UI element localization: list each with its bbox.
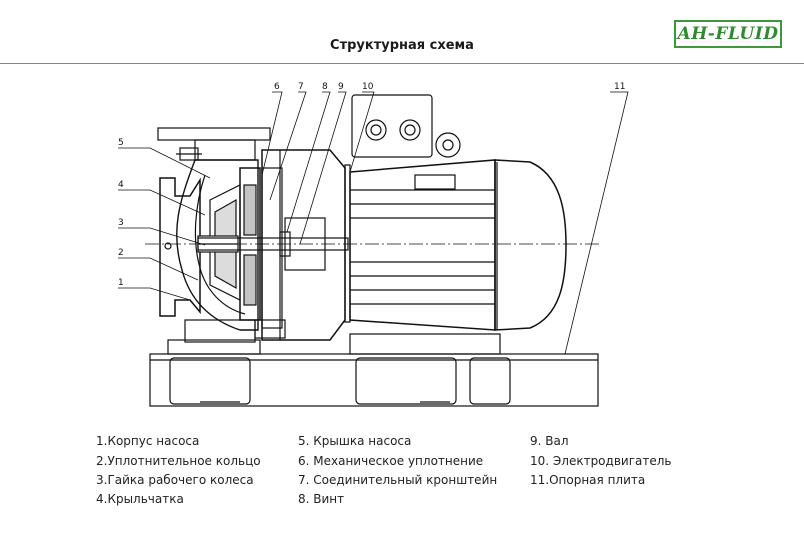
callout-7: 7 — [298, 82, 304, 92]
legend-item: 10. Электродвигатель — [530, 454, 672, 468]
pump-cross-section-drawing: 5 4 3 2 1 6 7 8 9 10 11 — [118, 82, 629, 407]
callout-5: 5 — [118, 138, 124, 148]
callout-8: 8 — [322, 82, 328, 92]
legend-item: 3.Гайка рабочего колеса — [96, 473, 254, 487]
callout-3: 3 — [118, 218, 124, 228]
legend-item: 11.Опорная плита — [530, 473, 646, 487]
page-title: Структурная схема — [330, 38, 474, 53]
connecting-bracket — [254, 149, 346, 341]
header-divider — [0, 63, 804, 64]
callout-2: 2 — [118, 248, 124, 258]
callout-1: 1 — [118, 278, 124, 288]
legend-item: 2.Уплотнительное кольцо — [96, 454, 261, 468]
brand-logo: AH-FLUID — [674, 20, 782, 48]
logo-text: AH-FLUID — [677, 24, 779, 44]
callout-6: 6 — [274, 82, 280, 92]
callout-9: 9 — [338, 82, 344, 92]
electric-motor — [344, 94, 567, 331]
callout-10: 10 — [362, 82, 374, 92]
legend-item: 9. Вал — [530, 434, 569, 448]
pump-cover — [239, 167, 261, 321]
base-plate — [149, 333, 599, 407]
legend-item: 4.Крыльчатка — [96, 492, 184, 506]
pump-casing — [157, 127, 271, 343]
legend-item: 6. Механическое уплотнение — [298, 454, 484, 468]
legend-item: 1.Корпус насоса — [96, 434, 200, 448]
legend-item: 7. Соединительный кронштейн — [298, 473, 498, 487]
legend-item: 5. Крышка насоса — [298, 434, 412, 448]
legend-item: 8. Винт — [298, 492, 345, 506]
callout-11: 11 — [614, 82, 625, 92]
callout-4: 4 — [118, 180, 124, 190]
